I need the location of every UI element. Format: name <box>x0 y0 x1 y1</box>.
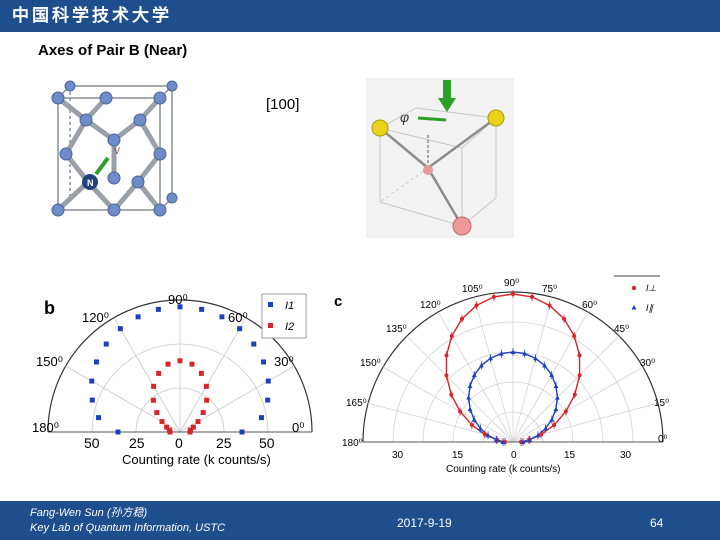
direction-label: [100] <box>266 96 300 113</box>
angle-label: 135⁰ <box>386 324 407 335</box>
tick-label: 25 <box>129 435 145 451</box>
institution-logo-text: 中国科学技术大学 <box>12 6 172 26</box>
tick-label: 15 <box>564 450 576 461</box>
angle-label: 75⁰ <box>542 284 557 295</box>
page-number: 64 <box>650 516 664 530</box>
tick-label: 30 <box>620 450 632 461</box>
footer-date: 2017-9-19 <box>397 516 452 530</box>
nv-axis-cube-image: φ <box>366 78 514 238</box>
legend-label: I2 <box>285 321 294 333</box>
footer-bar: Fang-Wen Sun (孙方稳) Key Lab of Quantum In… <box>0 501 720 540</box>
angle-label: 120⁰ <box>420 300 441 311</box>
slide-title: Axes of Pair B (Near) <box>38 42 188 59</box>
tick-label: 15 <box>452 450 464 461</box>
diamond-lattice-image: N V <box>48 78 184 220</box>
angle-label: 0⁰ <box>658 434 668 445</box>
x-axis-label: Counting rate (k counts/s) <box>446 464 561 475</box>
angle-label: 150⁰ <box>360 358 381 369</box>
tick-label: 0 <box>511 450 517 461</box>
legend-label: I1 <box>285 300 294 312</box>
tick-label: 25 <box>216 435 232 451</box>
angle-label: 30⁰ <box>274 354 294 369</box>
angle-label: 45⁰ <box>614 324 629 335</box>
tick-label: 50 <box>259 435 275 451</box>
panel-b-label: b <box>44 298 55 318</box>
tick-label: 0 <box>175 435 183 451</box>
polar-plot-b: b 180⁰ 150⁰ 120⁰ 90⁰ 60⁰ 30⁰ 0⁰ 50 25 0 … <box>32 292 313 467</box>
tick-label: 30 <box>392 450 404 461</box>
angle-label: 180⁰ <box>32 420 59 435</box>
angle-label: 150⁰ <box>36 354 63 369</box>
author-name: Fang-Wen Sun (孙方稳) <box>30 507 148 519</box>
angle-label: 30⁰ <box>640 358 655 369</box>
polar-plot-c: c 180⁰ 165⁰ 150⁰ 135⁰ 120⁰ 105⁰ 90⁰ 75⁰ … <box>334 275 669 475</box>
angle-label: 0⁰ <box>292 420 304 435</box>
tick-label: 50 <box>84 435 100 451</box>
legend-label: I⊥ <box>646 283 657 293</box>
atom-v-label: V <box>114 146 120 156</box>
x-axis-label: Counting rate (k counts/s) <box>122 452 271 467</box>
angle-label: 60⁰ <box>582 300 597 311</box>
lab-name: Key Lab of Quantum Information, USTC <box>30 522 226 534</box>
atom-n-label: N <box>87 178 94 188</box>
footer-author: Fang-Wen Sun (孙方稳) Key Lab of Quantum In… <box>30 506 225 536</box>
angle-label: 105⁰ <box>462 284 483 295</box>
svg-text:φ: φ <box>400 109 409 125</box>
legend-label: I∥ <box>646 303 655 313</box>
angle-label: 90⁰ <box>504 278 519 289</box>
angle-label: 60⁰ <box>228 310 248 325</box>
angle-label: 90⁰ <box>168 292 188 307</box>
angle-label: 120⁰ <box>82 310 109 325</box>
header-bar: 中国科学技术大学 <box>0 0 720 32</box>
angle-label: 165⁰ <box>346 398 367 409</box>
angle-label: 15⁰ <box>654 398 669 409</box>
legend-box <box>261 293 307 339</box>
angle-label: 180⁰ <box>342 438 363 449</box>
panel-c-label: c <box>334 293 342 310</box>
